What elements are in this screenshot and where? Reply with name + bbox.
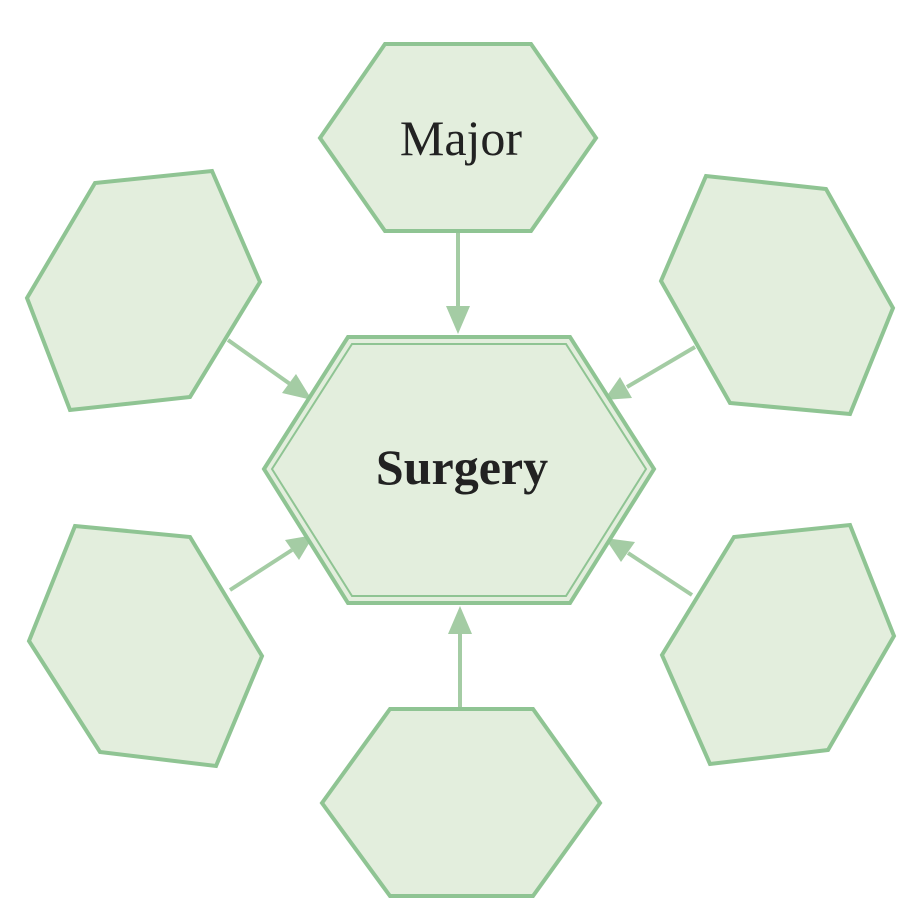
hexagon-top [317, 42, 599, 233]
node-label-major: Major [400, 110, 523, 166]
hexagon-lower-left [26, 523, 265, 769]
node-lower-right [659, 522, 897, 767]
hexagon-lower-right [659, 522, 897, 767]
center-node: Surgery [261, 335, 657, 605]
connectors [226, 233, 697, 710]
arrow-upper-right [604, 345, 697, 400]
hexagon-center [261, 335, 657, 605]
node-bottom [319, 707, 603, 898]
hexagon-bottom [319, 707, 603, 898]
hexagon-center-inner-border [270, 343, 648, 597]
hexagon-upper-right [658, 173, 896, 417]
arrow-lower-left [228, 535, 314, 592]
node-lower-left [26, 523, 265, 769]
node-upper-left [24, 168, 263, 413]
outer-nodes: Major [24, 42, 897, 898]
arrow-upper-left [226, 338, 312, 400]
arrow-lower-right [605, 538, 694, 597]
node-top: Major [317, 42, 599, 233]
hexagon-upper-left [24, 168, 263, 413]
node-upper-right [658, 173, 896, 417]
arrow-bottom [448, 606, 472, 710]
center-label-surgery: Surgery [376, 439, 548, 495]
arrow-top [446, 233, 470, 334]
